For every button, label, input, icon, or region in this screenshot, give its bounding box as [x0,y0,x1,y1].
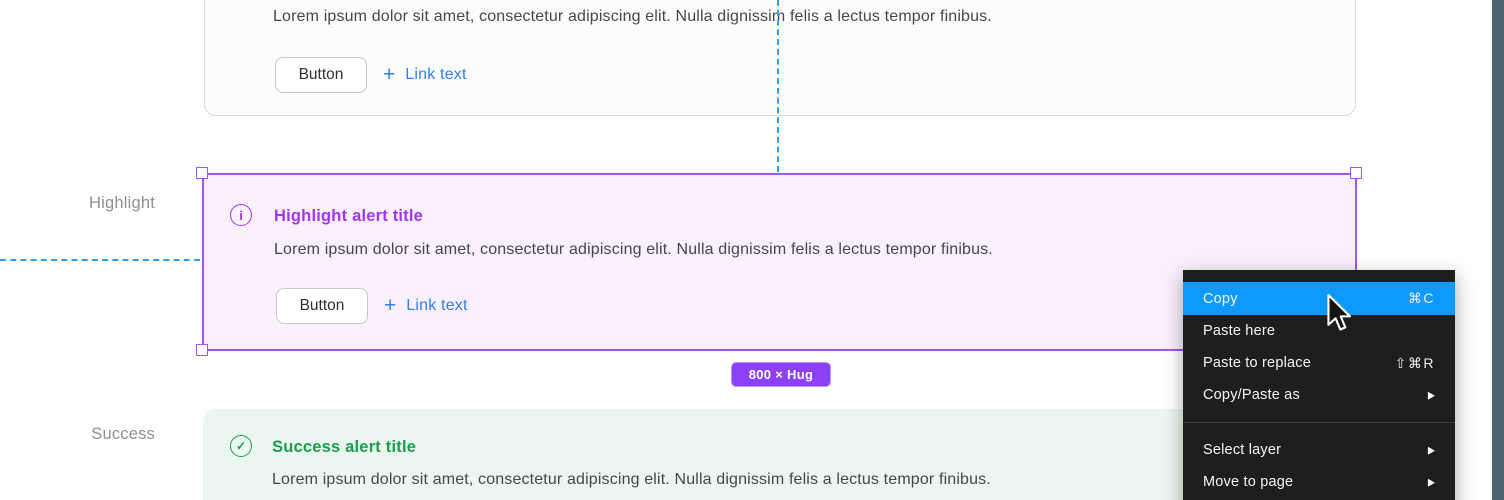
menu-shortcut: ⌘C [1407,290,1435,306]
alert-link[interactable]: + Link text [383,63,467,87]
submenu-arrow-icon: ▶ [1427,388,1435,401]
default-alert-card[interactable]: Lorem ipsum dolor sit amet, consectetur … [204,0,1356,116]
highlight-alert-title: Highlight alert title [274,207,424,225]
menu-item-label: Move to page [1203,474,1294,490]
menu-item-copy-paste-as[interactable]: Copy/Paste as ▶ [1183,379,1455,411]
vertical-guide-line [777,0,779,172]
horizontal-guide-line [0,259,200,261]
row-label-success: Success [91,425,155,443]
link-text[interactable]: Link text [406,297,468,314]
size-badge: 800 × Hug [731,362,831,387]
menu-item-label: Copy/Paste as [1203,387,1300,403]
menu-item-paste-to-replace[interactable]: Paste to replace ⇧⌘R [1183,347,1455,379]
plus-icon: + [384,294,397,317]
highlight-alert-card[interactable]: i Highlight alert title Lorem ipsum dolo… [202,173,1357,351]
success-alert-card[interactable]: ✓ Success alert title Lorem ipsum dolor … [203,409,1356,500]
alert-button[interactable]: Button [276,288,368,324]
menu-item-label: Copy [1203,290,1238,307]
plus-icon: + [383,63,396,86]
selection-handle-top-right[interactable] [1350,167,1362,179]
menu-item-label: Paste to replace [1203,355,1311,371]
alert-body-text: Lorem ipsum dolor sit amet, consectetur … [274,241,993,258]
alert-body-text: Lorem ipsum dolor sit amet, consectetur … [272,471,991,488]
row-label-highlight: Highlight [88,194,155,212]
success-alert-title: Success alert title [272,438,417,456]
menu-item-paste-here[interactable]: Paste here [1183,315,1455,347]
menu-shortcut: ⇧⌘R [1394,354,1435,371]
menu-item-label: Paste here [1203,323,1276,339]
menu-item-move-to-page[interactable]: Move to page ▶ [1183,466,1455,498]
menu-item-label: Select layer [1203,442,1282,458]
menu-item-copy[interactable]: Copy ⌘C [1183,282,1455,315]
cursor-arrow-icon [1327,294,1352,331]
menu-separator [1183,422,1455,423]
submenu-arrow-icon: ▶ [1427,443,1435,456]
check-icon: ✓ [230,435,252,457]
alert-link[interactable]: + Link text [384,294,468,318]
context-menu: Copy ⌘C Paste here Paste to replace ⇧⌘R … [1183,270,1455,500]
info-icon: i [230,204,252,226]
alert-button[interactable]: Button [275,57,367,93]
submenu-arrow-icon: ▶ [1427,475,1435,488]
alert-body-text: Lorem ipsum dolor sit amet, consectetur … [273,8,992,25]
link-text[interactable]: Link text [405,66,467,83]
selection-handle-top-left[interactable] [196,167,208,179]
menu-item-select-layer[interactable]: Select layer ▶ [1183,434,1455,466]
selection-handle-bottom-left[interactable] [196,344,208,356]
right-panel-strip [1492,0,1504,500]
